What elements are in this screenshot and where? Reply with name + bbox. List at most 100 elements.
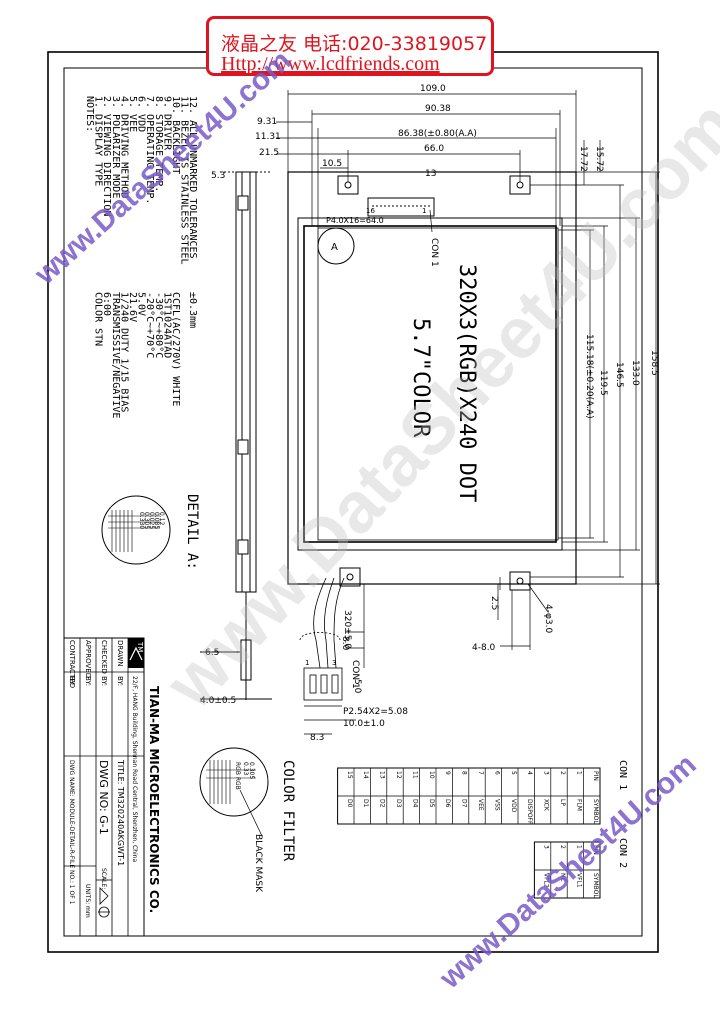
cf-rgb: RGB RGB: [234, 762, 241, 790]
dim-pitch: P4.0X16=64.0: [326, 216, 384, 225]
note-label: 6. VDD: [136, 96, 147, 132]
dim-17-72: 17.72: [578, 146, 588, 172]
color-filter-label: COLOR FILTER: [280, 760, 296, 862]
note-value: COLOR STN: [93, 292, 104, 346]
sheet-field: NO.: 1 OF 1: [68, 870, 75, 905]
dim-109-0: 109.0: [420, 84, 446, 94]
dim-8-3: 8.3: [310, 733, 324, 743]
pin-table-cell: D5: [428, 799, 435, 808]
dim-4-phi3: 4-φ3.0: [543, 604, 553, 633]
dim-6-5: 6.5: [205, 648, 219, 658]
dim-133-0: 133.0: [630, 360, 640, 386]
note-value: 5.0V: [136, 292, 147, 316]
notes-header: NOTES:: [84, 96, 95, 132]
pin-table-cell: 3: [543, 771, 550, 775]
note-label: 9. DRIVER: [161, 96, 172, 151]
dim-10-0: 10.0±1.0: [343, 719, 385, 729]
note-value: TRANSMISSIVE/NEGATIVE: [110, 292, 121, 418]
dwg-name-field: DWG NAME: MODULE-DETAIL-R-FILE: [68, 760, 75, 868]
con1-b-label: CON 1: [350, 660, 360, 689]
pin-table-cell: 11: [411, 771, 418, 779]
pin-a-label: 1: [305, 659, 309, 667]
note-value: -30°C~+80°C: [153, 292, 164, 358]
note-label: 7. OPERATING TEMP.: [144, 96, 155, 204]
display-label: 320X3(RGB)X240 DOT 5.7"COLOR: [408, 264, 479, 502]
notes-block: NOTES: 1. DISPLAY TYPE COLOR STN 2. VIEWIN…: [84, 96, 198, 418]
pin-table-cell: D3: [395, 799, 402, 808]
pin-table-cell: 4: [526, 771, 533, 775]
detail-dim: 0.330: [138, 512, 145, 529]
note-label: 2. VIEWING DIRECTION: [101, 96, 112, 216]
note-label: 8. STORAGE TEMP.: [153, 96, 164, 192]
pin-table-cell: 12: [395, 771, 402, 779]
note-value: 6:00: [101, 292, 112, 316]
note-label: 5. VEE: [127, 96, 138, 132]
detail-dim: 0.305: [143, 512, 150, 529]
dim-11-31: 11.31: [255, 132, 281, 142]
checked-label: CHECKED: [100, 640, 108, 674]
pin-table-cell: VSS: [493, 799, 500, 811]
pin-table-cell: VDD: [510, 799, 517, 813]
pin-table-cell: 2: [559, 845, 566, 849]
detail-dim: 0.025: [148, 512, 155, 529]
checked-value: BY:: [100, 676, 108, 686]
dim-2-5: 2.5: [489, 596, 499, 610]
logo-text: TM: [136, 641, 144, 652]
pin-table-cell: 5: [510, 771, 517, 775]
note-value: 21.6V: [127, 292, 138, 322]
detail-a-circle-label: A: [331, 242, 338, 253]
note-value: 1ST1024ATAD: [161, 292, 172, 358]
note-label: 4. DRIVING METHOD: [118, 96, 129, 198]
pin-table-cell: XCK: [543, 799, 550, 812]
pin-table-cell: 15: [346, 771, 353, 779]
pin-table-cell: PIN: [592, 845, 599, 855]
pin-table-cell: 9: [444, 771, 451, 775]
dim-86-38: 86.38(±0.80(A.A): [398, 129, 477, 139]
pin-table-cell: D4: [411, 799, 418, 808]
drawn-label: DRAWN: [116, 640, 124, 667]
dim-21-5: 21.5: [259, 148, 279, 158]
con1-label: CON 1: [429, 238, 439, 267]
title-block: [63, 637, 145, 937]
pin-1-label: 1: [422, 207, 426, 215]
detail-dim: 0.12: [158, 512, 165, 526]
units-field: UNITS: mm: [84, 884, 91, 918]
pin-table-cell: VEE: [477, 799, 484, 811]
pin-table-cell: D1: [362, 799, 369, 808]
dim-left-5-3: 5.3: [211, 171, 225, 181]
dim-4-8: 4-8.0: [472, 643, 496, 653]
dim-15-72: 15.72: [594, 146, 604, 172]
pin-table-cell: DISPOFF: [526, 799, 533, 825]
dim-10-5: 10.5: [322, 159, 342, 169]
note-label: 1. DISPLAY TYPE: [93, 96, 104, 186]
pin-table-cell: LP: [559, 799, 566, 806]
pin-table-cell: NC: [559, 873, 566, 882]
scale-field: SCALE:: [100, 868, 107, 889]
dim-320: 320±5.0: [342, 610, 352, 649]
pin-table-cell: 8: [461, 771, 468, 775]
dim-8-0: 8.0: [340, 636, 350, 651]
banner-url[interactable]: Http://www.lcdfriends.com: [221, 53, 440, 75]
dim-p2-54: P2.54X2=5.08: [343, 707, 408, 717]
approved-value: BY:: [84, 676, 92, 686]
color-filter-detail: RGB RGB 0.33 0.305: [199, 747, 269, 837]
cf-dim-2: 0.305: [248, 762, 255, 779]
pin-table-cell: 7: [477, 771, 484, 775]
detail-dim: 0.085: [153, 512, 160, 529]
pin-table-cell: SYMBOL: [592, 799, 599, 824]
pin-16-label: 16: [366, 207, 375, 215]
company-address: 22/F, HANG Building, Shennan Road Centra…: [131, 676, 138, 862]
pin-table-cell: SYMBOL: [592, 873, 599, 898]
pin-table-cell: 10: [428, 771, 435, 779]
dim-13: 13: [425, 169, 436, 179]
note-value: CCFL(AC/270V) WHITE: [170, 292, 181, 406]
pin-table-cell: VFL2: [543, 873, 550, 888]
dim-158-5: 158.5: [649, 350, 659, 376]
dim-lines-bottom: [346, 577, 549, 668]
dim-66-0: 66.0: [424, 144, 444, 154]
note-value: -20°C~+70°C: [144, 292, 155, 358]
con1-table-title: CON 1: [617, 760, 628, 790]
drawn-value: BY:: [116, 676, 124, 686]
